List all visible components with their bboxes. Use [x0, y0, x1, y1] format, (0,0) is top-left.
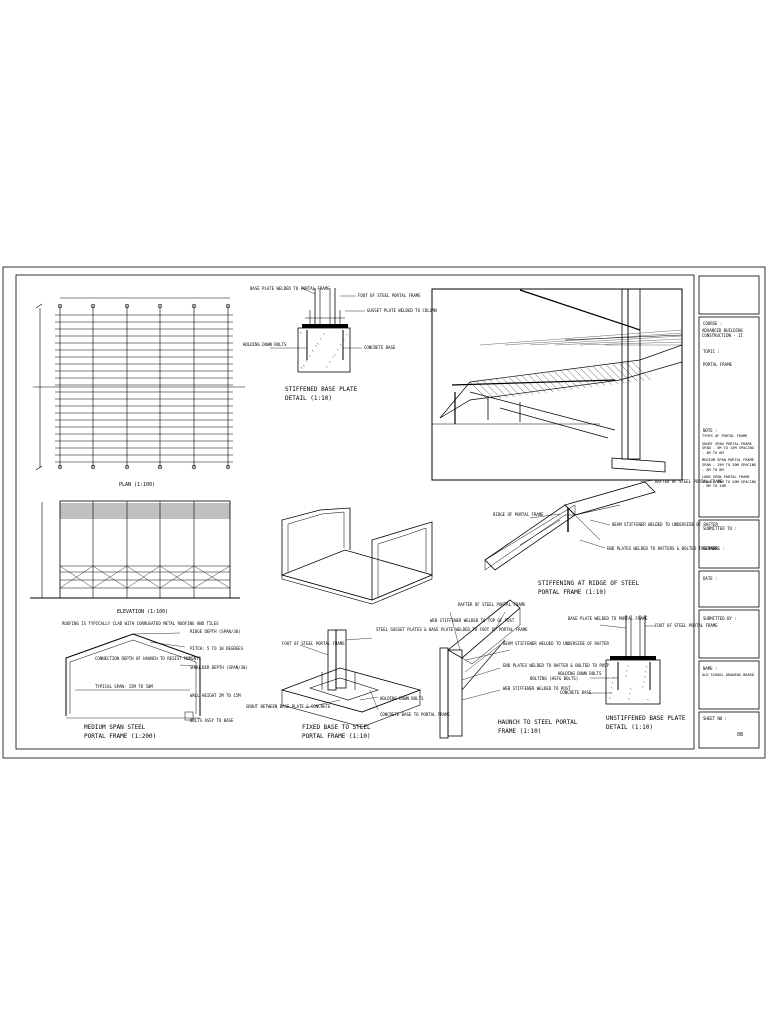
ms-label-ridge-depth: RIDGE DEPTH (SPAN/30)	[190, 629, 241, 634]
hn-label-web-stiffener: WEB STIFFENER WELDED TO TOP OF POST	[430, 618, 515, 623]
ms-label-shoulder: SHOULDER DEPTH (SPAN/30)	[190, 665, 248, 670]
perspective-view-drawing	[431, 288, 683, 481]
ms-label-haunch: CONNECTION DEPTH OF HAUNCH TO RESIST MOM…	[95, 656, 202, 661]
fb-label-holding: HOLDING DOWN BOLTS	[380, 696, 424, 701]
ms-label-wall-height: WALL HEIGHT 2M TO 15M	[190, 693, 241, 698]
sb-label-base-plate: BASE PLATE WELDED TO PORTAL FRAME	[250, 286, 330, 291]
elevation-drawing	[30, 500, 240, 599]
plan-drawing	[33, 297, 245, 471]
ridge-title-2: PORTAL FRAME (1:10)	[538, 589, 607, 596]
ridge-label-ridge: RIDGE OF PORTAL FRAME	[493, 512, 544, 517]
ms-label-bolts: BOLTS ASSY TO BASE	[190, 718, 234, 723]
hn-title-2: FRAME (1:10)	[498, 728, 541, 735]
hn-label-rafter: RAFTER OF STEEL PORTAL FRAME	[458, 602, 526, 607]
ridge-label-beam-stiffener: BEAM STIFFENER WELDED TO UNDERSIDE OF RA…	[612, 522, 719, 527]
sb-label-holding-down: HOLDING DOWN BOLTS	[243, 342, 287, 347]
sb-label-foot: FOOT OF STEEL PORTAL FRAME	[358, 293, 421, 298]
sb-label-gusset: GUSSET PLATE WELDED TO COLUMN	[367, 308, 437, 313]
ms-label-roofing: ROOFING IS TYPICALLY CLAD WITH CORRUGATE…	[62, 621, 219, 626]
tb-topic-value: PORTAL FRAME	[703, 362, 732, 367]
ub-label-concrete: CONCRETE BASE	[560, 690, 592, 695]
fixed-base-drawing	[280, 629, 422, 728]
hn-label-end-plates: END PLATES WELDED TO RAFTER & BOLTED TO …	[503, 663, 610, 668]
haunch-drawing	[439, 599, 521, 739]
ub-title-1: UNSTIFFENED BASE PLATE	[606, 715, 686, 722]
tb-notes-list: TYPES OF PORTAL FRAME SHORT SPAN PORTAL …	[702, 434, 758, 489]
tb-course-value: ADVANCED BUILDING CONSTRUCTION - II	[702, 328, 743, 338]
tb-course-label: COURSE :	[703, 321, 722, 326]
ridge-title-1: STIFFENING AT RIDGE OF STEEL	[538, 580, 640, 587]
tb-submitted-to: SUBMITTED TO :	[703, 526, 737, 531]
tb-sheet-value: 08	[737, 732, 743, 738]
tb-sheet-label: SHEET NO :	[703, 716, 727, 721]
ms-title-2: PORTAL FRAME (1:200)	[84, 733, 156, 740]
medium-span-frame-drawing	[65, 632, 201, 721]
sb-label-concrete: CONCRETE BASE	[364, 345, 396, 350]
tb-remarks: REMARKS :	[703, 546, 725, 551]
tb-date: DATE :	[703, 576, 717, 581]
ridge-label-end-plates: END PLATES WELDED TO RAFTERS & BOLTED TO…	[607, 546, 718, 551]
ridge-label-apex: RAFTER OF STEEL PORTAL FRAME	[655, 479, 723, 484]
tb-note-item: MEDIUM SPAN PORTAL FRAME SPAN - 15M TO 3…	[702, 458, 757, 472]
fb-label-foot: FOOT OF STEEL PORTAL FRAME	[282, 641, 345, 646]
tb-note-item: TYPES OF PORTAL FRAME	[702, 434, 748, 438]
tb-name-value: OLD SCHOOL DRAWING BOARD	[702, 673, 754, 677]
tb-submitted-by: SUBMITTED BY :	[703, 616, 737, 621]
ub-label-base-plate: BASE PLATE WELDED TO PORTAL FRAME	[568, 616, 648, 621]
tb-note-label: NOTE :	[703, 428, 717, 433]
fb-label-steel-gusset: STEEL GUSSET PLATES & BASE PLATE WELDED …	[376, 627, 528, 632]
sb-title-2: DETAIL (1:10)	[285, 395, 332, 402]
fb-label-grout: GROUT BETWEEN BASE PLATE & CONCRETE	[246, 704, 331, 709]
outer-border	[2, 266, 766, 759]
fb-title-1: FIXED BASE TO STEEL	[302, 724, 371, 731]
hn-label-web-stiffener-2: WEB STIFFENER WELDED TO POST	[503, 686, 571, 691]
ms-label-pitch: PITCH: 5 TO 10 DEGREES	[190, 646, 244, 651]
hn-label-bolting: BOLTING (HSFG BOLTS)	[530, 676, 578, 681]
hn-title-1: HAUNCH TO STEEL PORTAL	[498, 719, 578, 726]
tb-note-item: LONG SPAN PORTAL FRAME SPAN - 30M TO 50M…	[702, 475, 757, 489]
fb-title-2: PORTAL FRAME (1:10)	[302, 733, 371, 740]
sb-title-1: STIFFENED BASE PLATE	[285, 386, 358, 393]
hn-label-beam-stiffener: BEAM STIFFENER WELDED TO UNDERSIDE OF RA…	[503, 641, 610, 646]
ub-label-foot: FOOT OF STEEL PORTAL FRAME	[655, 623, 718, 628]
tb-name-label: NAME :	[703, 666, 717, 671]
fb-label-concrete: CONCRETE BASE TO PORTAL FRAME	[380, 712, 450, 717]
unstiffened-base-plate-drawing	[590, 615, 661, 705]
plan-title: PLAN (1:100)	[119, 482, 155, 488]
ms-title-1: MEDIUM SPAN STEEL	[84, 724, 146, 731]
ub-title-2: DETAIL (1:10)	[606, 724, 653, 731]
title-block	[698, 275, 760, 749]
drawing-frame	[15, 274, 695, 750]
ridge-stiffening-drawing	[484, 479, 656, 571]
portal-frame-isometric	[280, 507, 434, 605]
tb-note-item: SHORT SPAN PORTAL FRAME SPAN - 5M TO 15M…	[702, 441, 754, 455]
stiffened-base-plate-drawing	[270, 287, 365, 373]
ub-label-holding: HOLDING DOWN BOLTS	[558, 671, 602, 676]
ms-label-typical-span: TYPICAL SPAN: 15M TO 50M	[95, 684, 153, 689]
elevation-title: ELEVATION (1:100)	[117, 609, 168, 615]
tb-topic-label: TOPIC :	[703, 349, 720, 354]
